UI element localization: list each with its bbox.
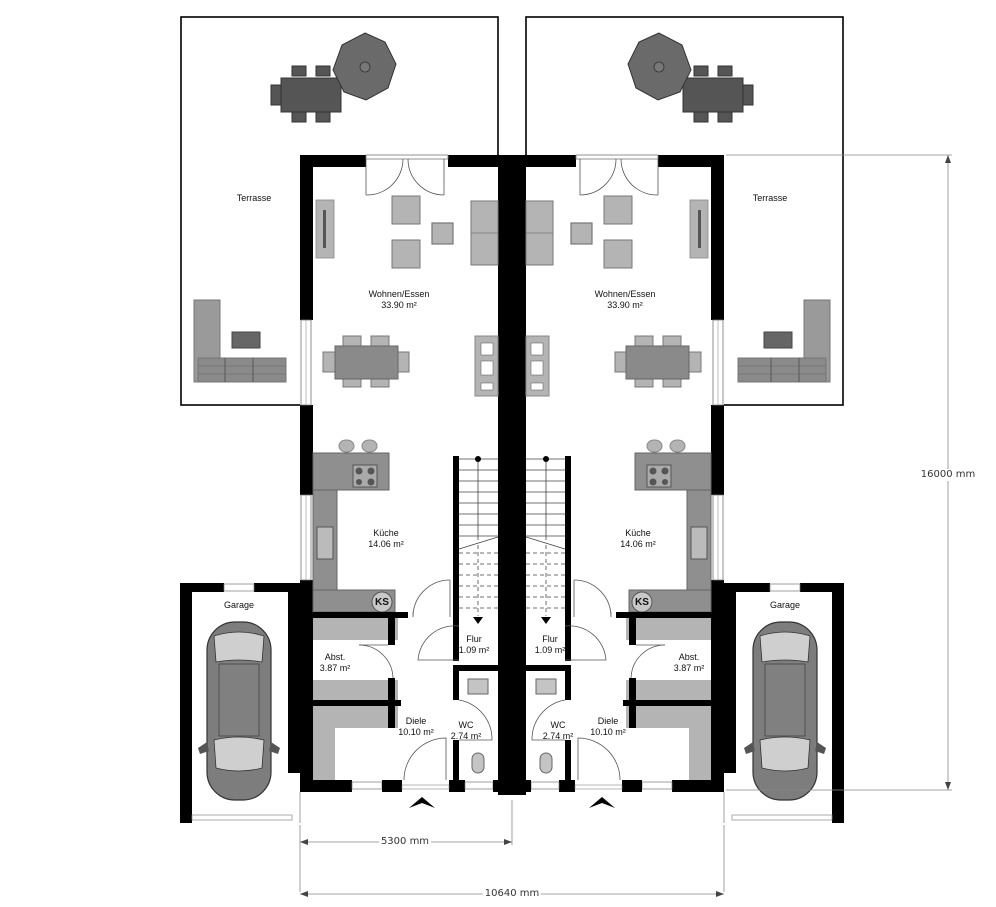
room-area: 3.87 m² — [319, 663, 351, 673]
room-name: Wohnen/Essen — [594, 289, 656, 299]
dimension-total-width: 10640 mm — [482, 888, 542, 900]
room-name: Flur — [542, 634, 558, 644]
room-name: Abst. — [324, 652, 346, 662]
room-name: Diele — [405, 716, 427, 726]
room-label-terrasse-right: Terrasse — [753, 193, 788, 204]
room-label-abst-right: Abst.3.87 m² — [674, 652, 705, 674]
room-area: 2.74 m² — [450, 731, 482, 741]
ks-label-left: KS — [375, 597, 389, 608]
room-area: 14.06 m² — [368, 539, 404, 549]
room-area: 33.90 m² — [607, 300, 643, 310]
room-area: 3.87 m² — [673, 663, 705, 673]
room-name: Küche — [625, 528, 651, 538]
dimension-depth: 16000 mm — [918, 469, 978, 481]
room-name: Terrasse — [236, 193, 272, 203]
room-area: 1.09 m² — [534, 645, 566, 655]
room-label-garage-left: Garage — [224, 600, 254, 611]
room-name: Garage — [223, 600, 255, 610]
dimension-unit-width: 5300 mm — [378, 836, 432, 848]
room-name: Küche — [373, 528, 399, 538]
room-label-garage-right: Garage — [770, 600, 800, 611]
room-name: WC — [458, 720, 474, 730]
room-area: 2.74 m² — [542, 731, 574, 741]
room-name: WC — [550, 720, 566, 730]
room-area: 1.09 m² — [458, 645, 490, 655]
room-label-abst-left: Abst.3.87 m² — [320, 652, 351, 674]
ks-label-right: KS — [635, 597, 649, 608]
room-label-terrasse-left: Terrasse — [237, 193, 272, 204]
room-area: 33.90 m² — [381, 300, 417, 310]
room-name: Terrasse — [752, 193, 788, 203]
room-area: 10.10 m² — [398, 727, 434, 737]
room-area: 14.06 m² — [620, 539, 656, 549]
room-name: Diele — [597, 716, 619, 726]
room-name: Flur — [466, 634, 482, 644]
room-name: Abst. — [678, 652, 700, 662]
room-name: Garage — [769, 600, 801, 610]
room-name: Wohnen/Essen — [368, 289, 430, 299]
room-area: 10.10 m² — [590, 727, 626, 737]
